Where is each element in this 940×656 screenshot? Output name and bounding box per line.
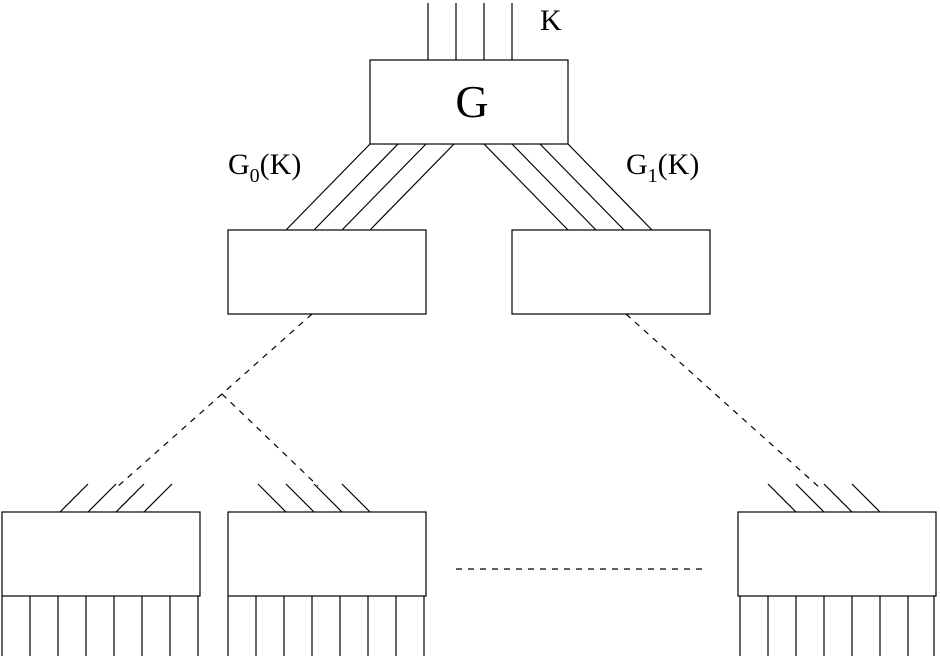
leaf-box-1 [1,511,201,597]
left-output-wires [285,143,455,231]
leaf-2-output-wires [227,596,425,656]
input-wires [427,3,513,60]
leaf-2-input-wires [257,483,371,513]
generator-box [369,59,569,145]
leaf-1-input-wires [59,483,173,513]
leaf-box-2 [227,511,427,597]
right-output-label: G1(K) [626,148,699,187]
right-output-wires [483,143,653,231]
dashed-tree-lines [115,313,821,570]
left-child-box [227,229,427,315]
input-key-label: K [540,4,562,37]
leaf-3-output-wires [739,596,935,656]
leaf-3-input-wires [767,483,881,513]
right-child-box [511,229,711,315]
leaf-1-output-wires [1,596,199,656]
left-output-label: G0(K) [228,148,301,187]
generator-label: G [455,76,488,127]
leaf-box-3 [737,511,937,597]
